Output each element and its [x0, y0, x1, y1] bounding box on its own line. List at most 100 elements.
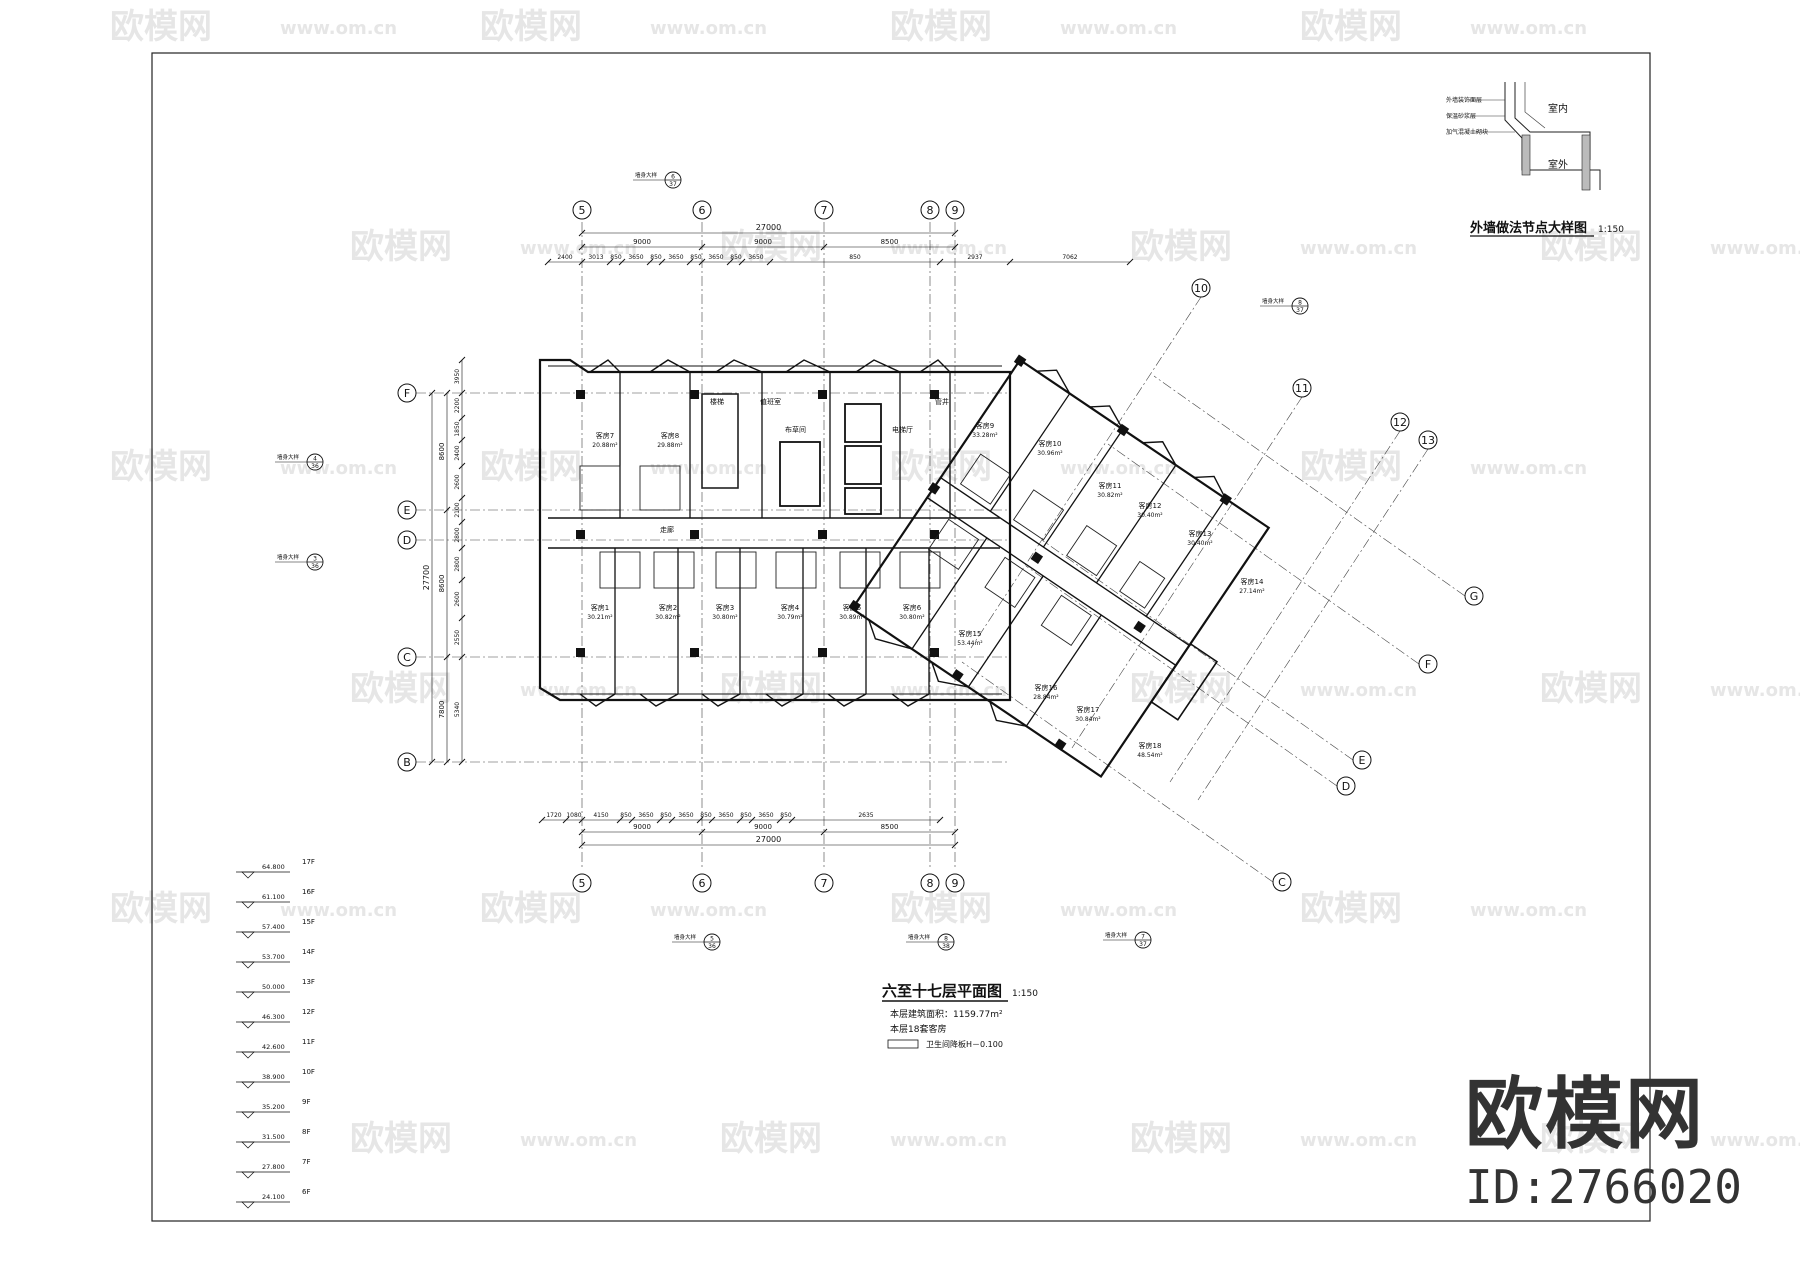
dimension-value: 850: [650, 254, 662, 261]
axis-label: F: [1425, 658, 1431, 671]
dimension-value: 3650: [718, 812, 733, 819]
callout-note: 墙身大样: [635, 171, 658, 179]
level-elevation: 61.100: [262, 893, 285, 901]
dimension-value: 850: [690, 254, 702, 261]
room-name: 客房14: [1241, 577, 1264, 586]
watermark-brand: 欧模网: [890, 889, 992, 929]
level-elevation: 46.300: [262, 1013, 285, 1021]
sheet-frame: [151, 52, 1651, 1222]
axis-label: 8: [927, 204, 934, 217]
dimension-value: 9000: [754, 238, 772, 246]
detail-title: 外墙做法节点大样图: [1469, 220, 1587, 236]
watermark-site: www.om.cn: [1710, 238, 1800, 259]
watermark-brand: 欧模网: [350, 1119, 452, 1159]
axis-bubble: [1390, 412, 1410, 432]
level-floor: 14F: [302, 948, 315, 956]
watermark-site: www.om.cn: [520, 238, 637, 259]
callout-note: 墙身大样: [908, 933, 931, 941]
dimension-value: 27700: [422, 565, 431, 590]
detail-indoor-label: 室内: [1548, 102, 1568, 115]
watermark-brand: 欧模网: [890, 7, 992, 47]
callout-sheet: 37: [1139, 941, 1147, 948]
dimension-value: 9000: [633, 823, 651, 831]
wall-detail-inset: 外墙装饰面层 保温砂浆层 加气混凝土砌块 室内 室外 外墙做法节点大样图 1:1…: [1446, 82, 1624, 237]
room-area: 48.54m²: [1137, 752, 1163, 759]
room-name: 客房16: [1035, 683, 1058, 692]
dimension-value: 850: [730, 254, 742, 261]
level-floor: 6F: [302, 1188, 310, 1196]
room-area: 30.21m²: [587, 614, 613, 621]
stair-label: 楼梯: [710, 397, 724, 406]
dimension-value: 3013: [588, 254, 603, 261]
axis-label: G: [1470, 590, 1479, 603]
dimension-value: 8500: [881, 238, 899, 246]
watermark-brand: 欧模网: [110, 7, 212, 47]
level-floor: 17F: [302, 858, 315, 866]
watermark-site: www.om.cn: [1300, 238, 1417, 259]
level-floor: 13F: [302, 978, 315, 986]
level-elevation-list: 64.80017F61.10016F57.40015F53.70014F50.0…: [236, 858, 315, 1209]
watermark-site: www.om.cn: [1300, 1130, 1417, 1151]
room-name: 客房18: [1139, 741, 1162, 750]
room-area: 30.79m²: [777, 614, 803, 621]
axis-bubble: [1352, 750, 1372, 770]
watermark-brand: 欧模网: [1130, 1119, 1232, 1159]
axis-bubble: [397, 500, 417, 520]
dimension-value: 7800: [438, 701, 446, 719]
axis-bubble: [1191, 278, 1211, 298]
axis-label: 10: [1194, 282, 1208, 295]
level-floor: 12F: [302, 1008, 315, 1016]
level-elevation: 31.500: [262, 1133, 285, 1141]
room-name: 客房13: [1189, 529, 1212, 538]
stair-main: [701, 393, 739, 489]
axis-bubble: [945, 873, 965, 893]
rotated-wing: [848, 354, 1271, 778]
dimension-value: 850: [849, 254, 861, 261]
room-name: 客房8: [661, 431, 679, 440]
level-floor: 16F: [302, 888, 315, 896]
watermark-brand: 欧模网: [720, 669, 822, 709]
plan-scale: 1:150: [1012, 989, 1038, 999]
callout-sheet: 37: [1296, 307, 1304, 314]
callout-number: 3: [313, 556, 317, 563]
callout-sheet: 38: [942, 943, 950, 950]
watermark-site: www.om.cn: [1470, 458, 1587, 479]
dimension-value: 1720: [546, 812, 561, 819]
axis-bubble: [397, 383, 417, 403]
detail-scale: 1:150: [1598, 225, 1624, 235]
watermark-site: www.om.cn: [890, 238, 1007, 259]
dimension-value: 8600: [438, 443, 446, 461]
room-name: 客房4: [781, 603, 800, 612]
watermark-brand: 欧模网: [1540, 669, 1642, 709]
brand-watermark: 欧模网 ID:2766020: [1465, 1076, 1742, 1213]
axis-label: 9: [952, 204, 959, 217]
detail-note-3: 加气混凝土砌块: [1446, 128, 1488, 136]
dimension-value: 2550: [454, 630, 461, 645]
dimension-value: 2600: [454, 474, 461, 489]
watermark-site: www.om.cn: [1710, 1130, 1800, 1151]
watermark-brand: 欧模网: [1130, 227, 1232, 267]
room-name: 客房2: [659, 603, 677, 612]
callout-number: 5: [710, 936, 714, 943]
axis-label: 11: [1295, 382, 1309, 395]
watermark-site: www.om.cn: [1710, 680, 1800, 701]
axis-label: 5: [579, 204, 586, 217]
watermark-brand: 欧模网: [1540, 1119, 1642, 1159]
axis-bubble: [814, 200, 834, 220]
axis-bubble: [397, 647, 417, 667]
callout-sheet: 36: [311, 463, 319, 470]
axis-label: C: [403, 651, 411, 664]
room-name: 客房9: [976, 421, 994, 430]
detail-note-2: 保温砂浆层: [1446, 112, 1476, 120]
watermark-site: www.om.cn: [280, 458, 397, 479]
room-area: 27.14m²: [1239, 588, 1265, 595]
watermark-brand: 欧模网: [1300, 889, 1402, 929]
room-name: 客房15: [959, 629, 982, 638]
level-elevation: 50.000: [262, 983, 285, 991]
callout-number: 6: [671, 174, 675, 181]
level-elevation: 57.400: [262, 923, 285, 931]
callout-sheet: 37: [669, 181, 677, 188]
dimension-value: 3650: [678, 812, 693, 819]
